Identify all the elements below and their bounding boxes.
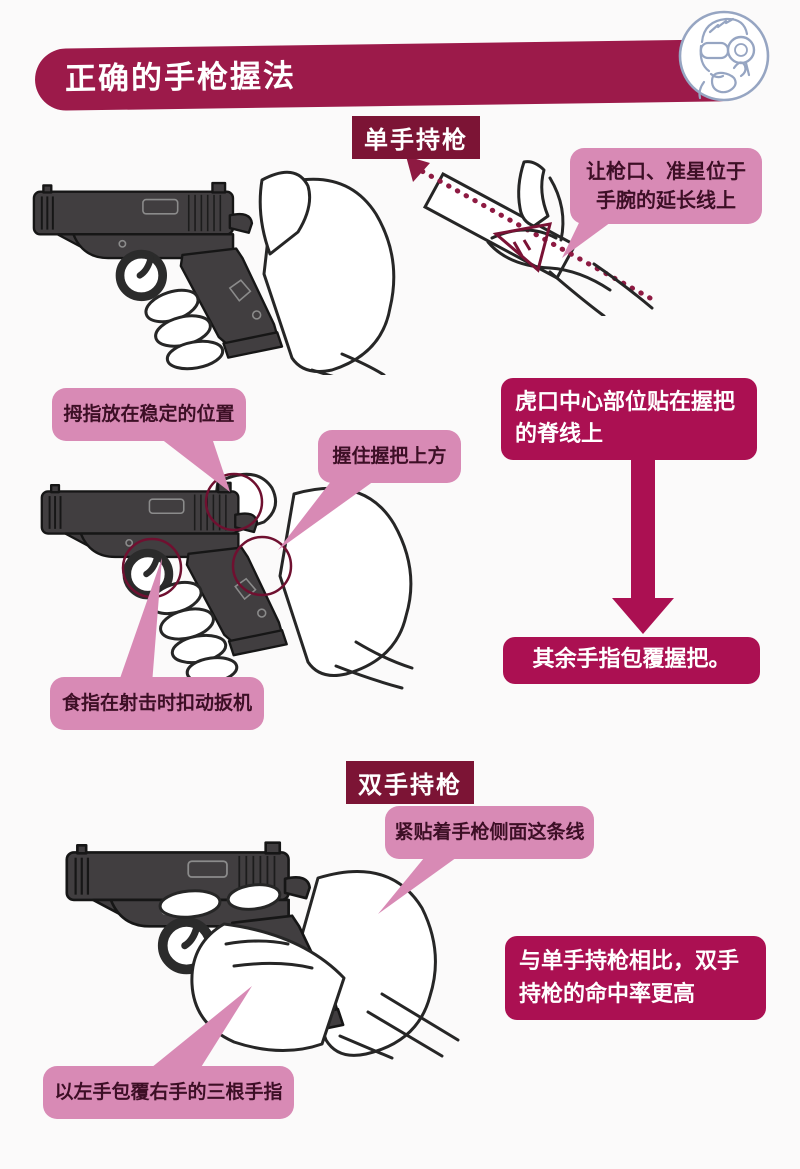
wrist-lines [310, 352, 386, 375]
support-thumb-outline [158, 889, 222, 919]
forearm-lines [366, 992, 460, 1058]
wrist-lines [548, 262, 654, 316]
note-remaining-fingers: 其余手指包覆握把。 [503, 637, 760, 684]
wrist-alignment-diagram [406, 156, 654, 316]
grip-detail-illustration [22, 472, 414, 690]
alignment-dotted-line [417, 167, 653, 301]
wrist-line [338, 1034, 394, 1060]
thumb-outline [517, 160, 550, 228]
shooter-safety-thumbs-up-icon [678, 10, 770, 102]
finger-outline [165, 339, 225, 371]
note-two-hand-accuracy: 与单手持枪相比，双手 持枪的命中率更高 [505, 936, 766, 1020]
header-banner: 正确的手枪握法 [34, 39, 748, 111]
callout-thumb-position: 拇指放在稳定的位置 [52, 388, 246, 441]
pistol-position-triangle [492, 222, 553, 273]
wrist-lines [334, 640, 414, 690]
barrel-schematic [422, 171, 578, 281]
section-label-one-handed: 单手持枪 [352, 116, 480, 159]
pistol-glyph [512, 239, 532, 257]
callout-grip-top: 握住握把上方 [318, 430, 461, 483]
callout-muzzle-alignment: 让枪口、准星位于 手腕的延长线上 [570, 148, 762, 224]
section-label-two-handed: 双手持枪 [346, 761, 474, 804]
thumb-outline [258, 170, 312, 256]
palm-line [486, 240, 612, 292]
finger-crease-lines [224, 939, 314, 970]
page-title: 正确的手枪握法 [64, 58, 297, 98]
one-hand-pistol-illustration [12, 170, 396, 375]
grip-web-highlight-circle [231, 535, 293, 597]
strong-thumb-outline [226, 883, 282, 911]
callout-side-line: 紧贴着手枪侧面这条线 [385, 806, 594, 859]
thumb-highlight-circle [204, 472, 264, 532]
callout-trigger-finger: 食指在射击时扣动扳机 [50, 677, 264, 730]
hand-palm-outline [278, 486, 413, 677]
arrowhead [406, 156, 430, 182]
note-web-of-hand: 虎口中心部位贴在握把 的脊线上 [501, 378, 757, 460]
index-finger-line [548, 176, 565, 242]
callout-left-hand-wrap: 以左手包覆右手的三根手指 [43, 1066, 294, 1119]
flow-down-arrow [612, 446, 674, 634]
